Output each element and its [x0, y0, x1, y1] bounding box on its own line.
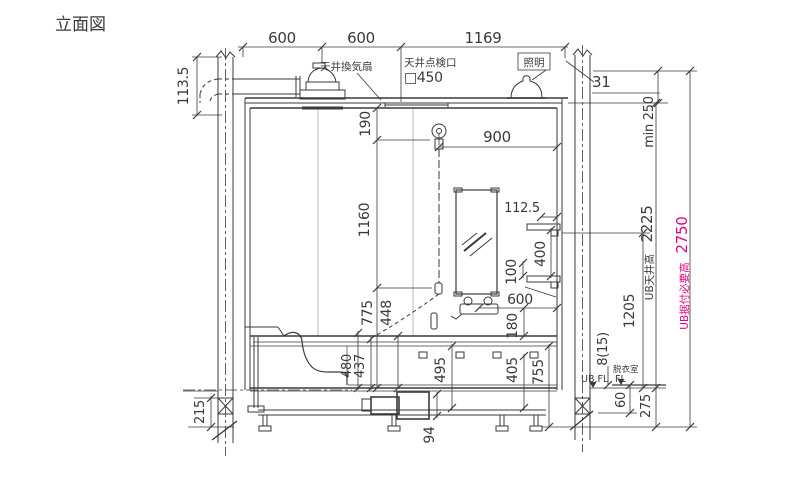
adjustable-legs	[258, 415, 543, 432]
label-fl: FL	[615, 374, 626, 385]
dim-counter-448: 448	[379, 300, 395, 326]
shower-unit	[372, 123, 447, 338]
label-ub-install-height: UB据付必要高	[678, 262, 691, 329]
dim-gap-31: 31	[592, 73, 611, 91]
wall-panels	[244, 103, 563, 390]
dim-275: 275	[639, 394, 654, 418]
dim-405: 405	[505, 357, 521, 383]
dim-faucet-600: 600	[507, 292, 533, 308]
dim-drain-94: 94	[422, 426, 438, 444]
drain-trap	[361, 391, 430, 420]
ceiling-fan	[299, 62, 346, 110]
dim-top-left-600: 600	[268, 29, 296, 47]
dim-fan-drop-190: 190	[358, 111, 374, 137]
dim-shelf-gap-400: 400	[533, 241, 549, 267]
dim-top-mid-600: 600	[347, 29, 375, 47]
dim-480: 480	[340, 354, 355, 378]
dim-duct-height: 113.5	[176, 67, 192, 106]
label-ceiling-fan: 天井換気扇	[320, 60, 373, 73]
left-wall	[211, 48, 238, 456]
extension-lines	[188, 46, 697, 428]
floor-level-marks	[589, 379, 625, 388]
dim-shower-900: 900	[483, 128, 511, 146]
value-ub-install-height: 2750	[673, 217, 691, 254]
ceiling-access-port	[384, 103, 449, 107]
dim-wall-215: 215	[193, 400, 208, 424]
duct	[199, 76, 301, 104]
dim-shelf-112-5: 112.5	[504, 201, 540, 216]
dim-step-8-15: 8(15)	[596, 332, 611, 365]
right-wall	[569, 45, 594, 452]
dim-shelf-100: 100	[504, 259, 520, 285]
label-dressing-room: 脱衣室	[613, 364, 639, 375]
bathtub	[245, 326, 557, 413]
label-access-size: □450	[404, 70, 443, 86]
dim-437: 437	[353, 354, 368, 378]
faucet	[450, 296, 499, 320]
light-fixture	[507, 75, 546, 99]
dim-60: 60	[614, 392, 629, 408]
label-light: 照明	[524, 57, 545, 69]
label-ub-ceiling-height: UB天井高	[643, 254, 656, 300]
dim-755: 755	[531, 359, 547, 385]
value-ub-ceiling-height: 2225	[638, 206, 656, 243]
label-min-clearance: min 250	[642, 96, 657, 147]
label-ub-fl: UB.FL	[581, 374, 609, 385]
dim-495: 495	[433, 357, 449, 383]
dim-1205: 1205	[622, 294, 638, 328]
dim-top-1169: 1169	[465, 29, 502, 47]
leader-lines	[356, 52, 595, 298]
dimension-lines	[196, 57, 691, 427]
floor-structure	[250, 387, 557, 432]
mirror	[453, 187, 500, 297]
dim-hook-775: 775	[360, 300, 376, 326]
dim-rail-1160: 1160	[357, 203, 373, 237]
drawing-title: 立面図	[55, 15, 106, 35]
dim-faucet-drop-180: 180	[505, 313, 521, 339]
label-ceiling-access-port: 天井点検口	[404, 56, 457, 69]
ceiling-panel	[244, 97, 568, 109]
